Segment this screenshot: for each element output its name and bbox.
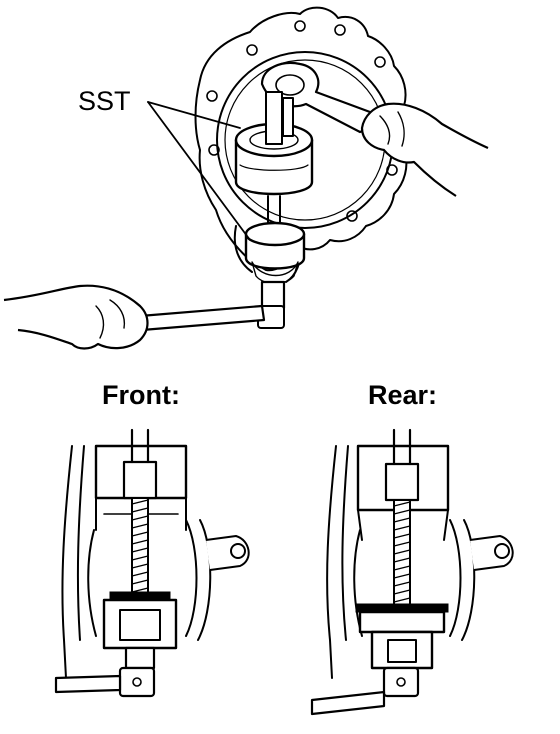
rear-knuckle-ear	[469, 535, 514, 571]
sst-leader-upper	[147, 101, 241, 129]
sst-label: SST	[78, 86, 131, 116]
rear-upper-sst	[356, 444, 450, 512]
front-handle	[54, 674, 122, 694]
front-knuckle-ear	[205, 535, 250, 571]
housing-flange	[194, 6, 411, 272]
rear-lower-sst	[358, 610, 446, 634]
sst-installation-illustration	[3, 6, 489, 350]
flange-bolts	[206, 20, 402, 222]
right-hand	[360, 102, 489, 197]
rear-threaded-rod	[393, 499, 411, 613]
rear-label: Rear:	[368, 380, 438, 410]
front-detail-illustration	[54, 428, 250, 698]
front-label: Front:	[102, 380, 180, 410]
sst-leader-lower	[147, 101, 251, 241]
rear-handle	[310, 690, 386, 716]
